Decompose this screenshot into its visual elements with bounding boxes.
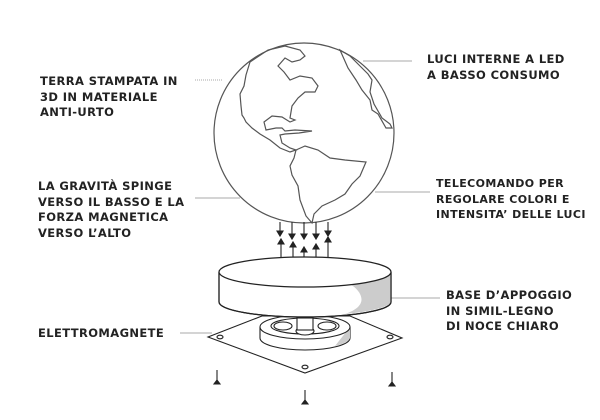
- label-line: LUCI INTERNE A LED: [427, 52, 565, 66]
- label-line: VERSO L’ALTO: [38, 225, 132, 240]
- label-line: ANTI-URTO: [40, 105, 115, 119]
- label-remote: TELECOMANDO PER REGOLARE COLORI E INTENS…: [436, 176, 586, 223]
- europe-africa: [338, 48, 393, 129]
- globe-outline: [213, 42, 395, 224]
- south-america: [289, 145, 367, 225]
- label-line: TERRA STAMPATA IN: [40, 74, 178, 88]
- label-leds: LUCI INTERNE A LED A BASSO CONSUMO: [427, 52, 565, 83]
- label-line: FORZA MAGNETICA: [38, 210, 169, 224]
- label-line: IN SIMIL-LEGNO: [446, 303, 554, 318]
- label-line: TELECOMANDO PER: [436, 177, 564, 190]
- label-line: INTENSITA’ DELLE LUCI: [436, 208, 586, 221]
- label-line: 3D IN MATERIALE: [40, 89, 158, 104]
- label-line: A BASSO CONSUMO: [427, 67, 561, 82]
- label-line: REGOLARE COLORI E: [436, 192, 570, 206]
- gravity-arrows-down: [276, 222, 332, 241]
- label-electromagnet: ELETTROMAGNETE: [38, 326, 164, 342]
- label-line: VERSO IL BASSO E LA: [38, 194, 185, 209]
- label-base: BASE D’APPOGGIO IN SIMIL-LEGNO DI NOCE C…: [446, 288, 572, 335]
- electromagnet-coil: [259, 314, 351, 351]
- wood-base: [218, 256, 392, 318]
- leader-lines: [180, 60, 440, 334]
- label-line: BASE D’APPOGGIO: [446, 288, 573, 302]
- globe: [213, 42, 395, 225]
- label-line: DI NOCE CHIARO: [446, 319, 560, 333]
- label-line: ELETTROMAGNETE: [38, 326, 165, 340]
- screws: [212, 370, 397, 405]
- label-globe: TERRA STAMPATA IN 3D IN MATERIALE ANTI-U…: [40, 74, 178, 121]
- north-america: [239, 45, 319, 153]
- label-gravity: LA GRAVITÀ SPINGE VERSO IL BASSO E LA FO…: [38, 179, 184, 241]
- label-line: LA GRAVITÀ SPINGE: [38, 179, 173, 193]
